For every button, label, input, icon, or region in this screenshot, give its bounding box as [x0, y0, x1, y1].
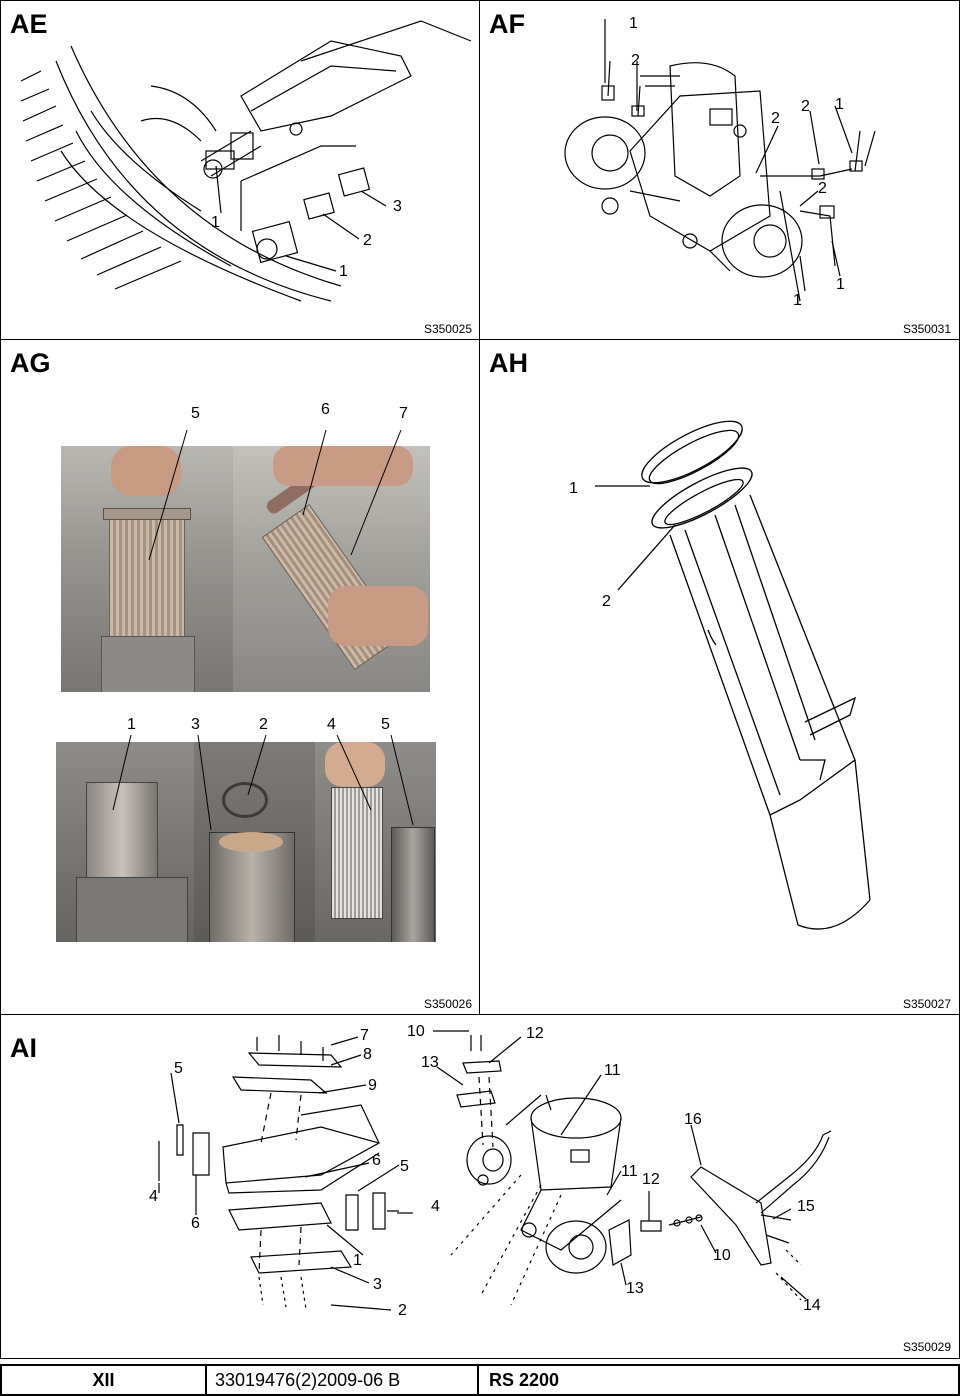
callout: 2 — [801, 98, 810, 115]
panel-af: AF — [479, 0, 960, 341]
callout: 5 — [381, 716, 390, 733]
callout: 1 — [629, 15, 638, 32]
footer-page-cell: XII — [2, 1366, 207, 1394]
af-illustration — [564, 19, 876, 302]
footer-model-cell: RS 2200 — [479, 1366, 958, 1394]
figure-code: S350026 — [423, 997, 472, 1011]
callout: 4 — [431, 1198, 440, 1215]
ai-illustration — [158, 1030, 832, 1311]
callout: 11 — [621, 1163, 638, 1180]
callout: 1 — [127, 716, 136, 733]
callout: 3 — [373, 1276, 382, 1293]
photo-filter-housing — [56, 742, 194, 942]
callout: 2 — [631, 52, 640, 69]
callout: 16 — [684, 1111, 702, 1128]
callout: 1 — [353, 1252, 362, 1269]
document-number: 33019476(2)2009-06 B — [215, 1369, 401, 1390]
callout: 1 — [339, 263, 348, 280]
figure-code: S350031 — [902, 322, 951, 336]
callout: 10 — [713, 1247, 731, 1264]
panel-ae: AE — [0, 0, 481, 341]
callout: 5 — [174, 1060, 183, 1077]
panel-ai: AI — [0, 1014, 960, 1359]
callout: 13 — [421, 1054, 439, 1071]
callout: 1 — [793, 292, 802, 309]
figure-code: S350029 — [902, 1340, 951, 1354]
callout: 7 — [360, 1027, 369, 1044]
callout: 1 — [836, 276, 845, 293]
callout: 10 — [407, 1023, 425, 1040]
callout: 12 — [642, 1171, 660, 1188]
figure-code: S350027 — [902, 997, 951, 1011]
callout: 6 — [372, 1152, 381, 1169]
callout: 2 — [398, 1302, 407, 1319]
callout: 15 — [797, 1198, 815, 1215]
callout: 1 — [569, 480, 578, 497]
callout: 14 — [803, 1297, 821, 1314]
panel-title: AF — [489, 9, 525, 39]
photo-filter-insert — [61, 446, 233, 692]
callout: 2 — [259, 716, 268, 733]
photo-filter-cartridge — [315, 742, 436, 942]
panel-ah: AH 1 2 S350027 — [479, 339, 960, 1016]
footer-doc-cell: 33019476(2)2009-06 B — [207, 1366, 479, 1394]
callout: 12 — [526, 1025, 544, 1042]
callout: 9 — [368, 1077, 377, 1094]
callout: 4 — [327, 716, 336, 733]
panel-ag: AG 5 — [0, 339, 481, 1016]
photo-filter-element — [233, 446, 430, 692]
panel-title: AI — [10, 1033, 37, 1063]
callout: 2 — [771, 110, 780, 127]
model-name: RS 2200 — [489, 1369, 560, 1390]
panel-title: AG — [10, 348, 51, 378]
callout: 8 — [363, 1046, 372, 1063]
callout: 5 — [400, 1158, 409, 1175]
callout: 2 — [602, 593, 611, 610]
photo-filter-spring — [194, 742, 315, 942]
callout: 3 — [191, 716, 200, 733]
figure-code: S350025 — [423, 322, 472, 336]
callout: 7 — [399, 405, 408, 422]
panel-title: AH — [489, 348, 528, 378]
ag-leaders — [112, 429, 414, 831]
callout: 3 — [393, 198, 402, 215]
ae-illustration — [20, 20, 472, 302]
panel-title: AE — [10, 9, 48, 39]
callout: 1 — [835, 96, 844, 113]
callout: 6 — [321, 401, 330, 418]
callout: 6 — [191, 1215, 200, 1232]
ah-illustration — [595, 420, 871, 930]
page-footer: XII 33019476(2)2009-06 B RS 2200 — [0, 1364, 960, 1396]
callout: 13 — [626, 1280, 644, 1297]
callout: 2 — [363, 232, 372, 249]
callout: 4 — [149, 1188, 158, 1205]
callout: 1 — [211, 214, 220, 231]
callout: 5 — [191, 405, 200, 422]
page-number: XII — [92, 1369, 115, 1390]
callout: 11 — [604, 1062, 621, 1079]
callout: 2 — [818, 180, 827, 197]
